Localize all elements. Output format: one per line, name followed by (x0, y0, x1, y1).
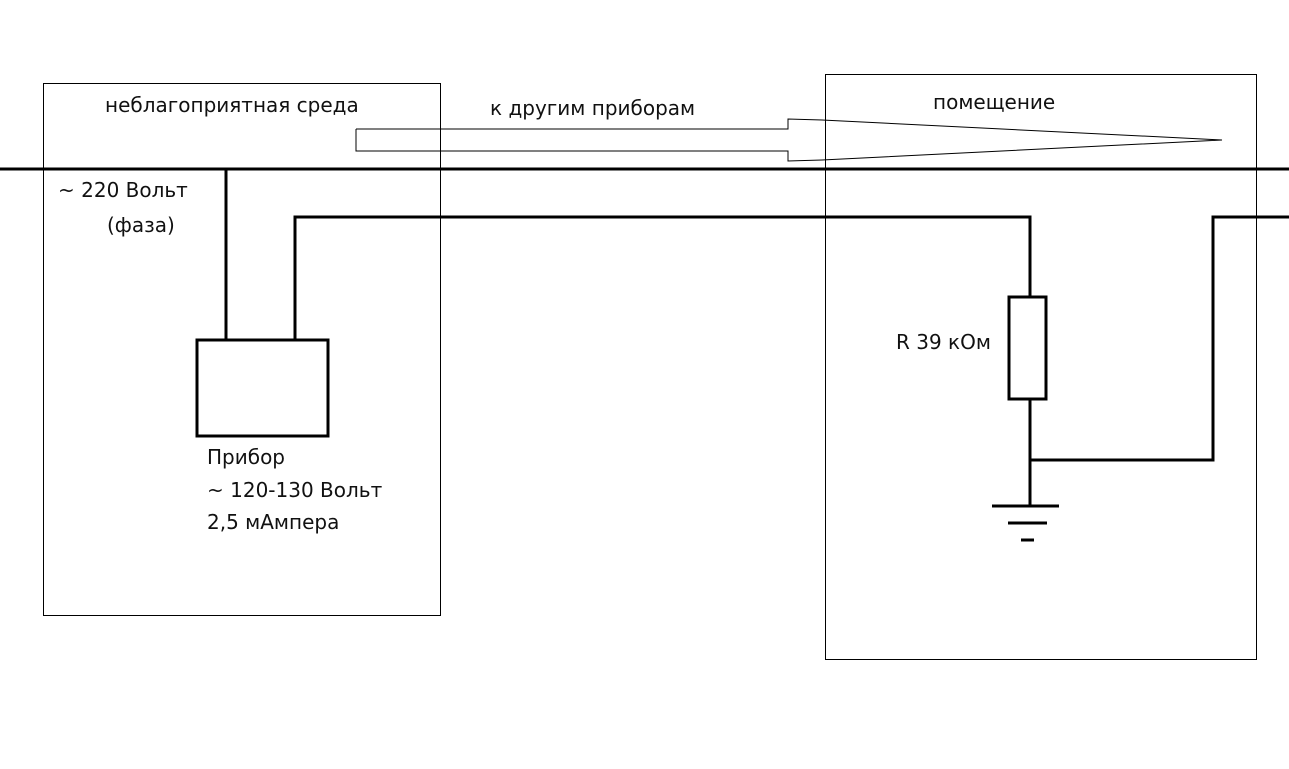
resistor-label: R 39 кОм (896, 330, 991, 354)
room-zone (825, 74, 1257, 660)
arrow-label: к другим приборам (490, 96, 695, 120)
phase-label: (фаза) (107, 213, 175, 237)
hostile-environment-label: неблагоприятная среда (105, 93, 359, 117)
resistor-symbol (1007, 295, 1048, 401)
phase-voltage-label: ~ 220 Вольт (58, 178, 188, 202)
device-current-label: 2,5 мАмпера (207, 510, 339, 534)
device-voltage-label: ~ 120-130 Вольт (207, 478, 383, 502)
device-name-label: Прибор (207, 445, 285, 469)
room-label: помещение (933, 90, 1055, 114)
ground-icon (992, 504, 1059, 542)
hostile-environment-zone (43, 83, 441, 616)
arrow-to-other-devices (355, 118, 1223, 162)
return-wire (1030, 215, 1289, 462)
signal-wire (293, 215, 1032, 341)
device-box (195, 338, 330, 438)
